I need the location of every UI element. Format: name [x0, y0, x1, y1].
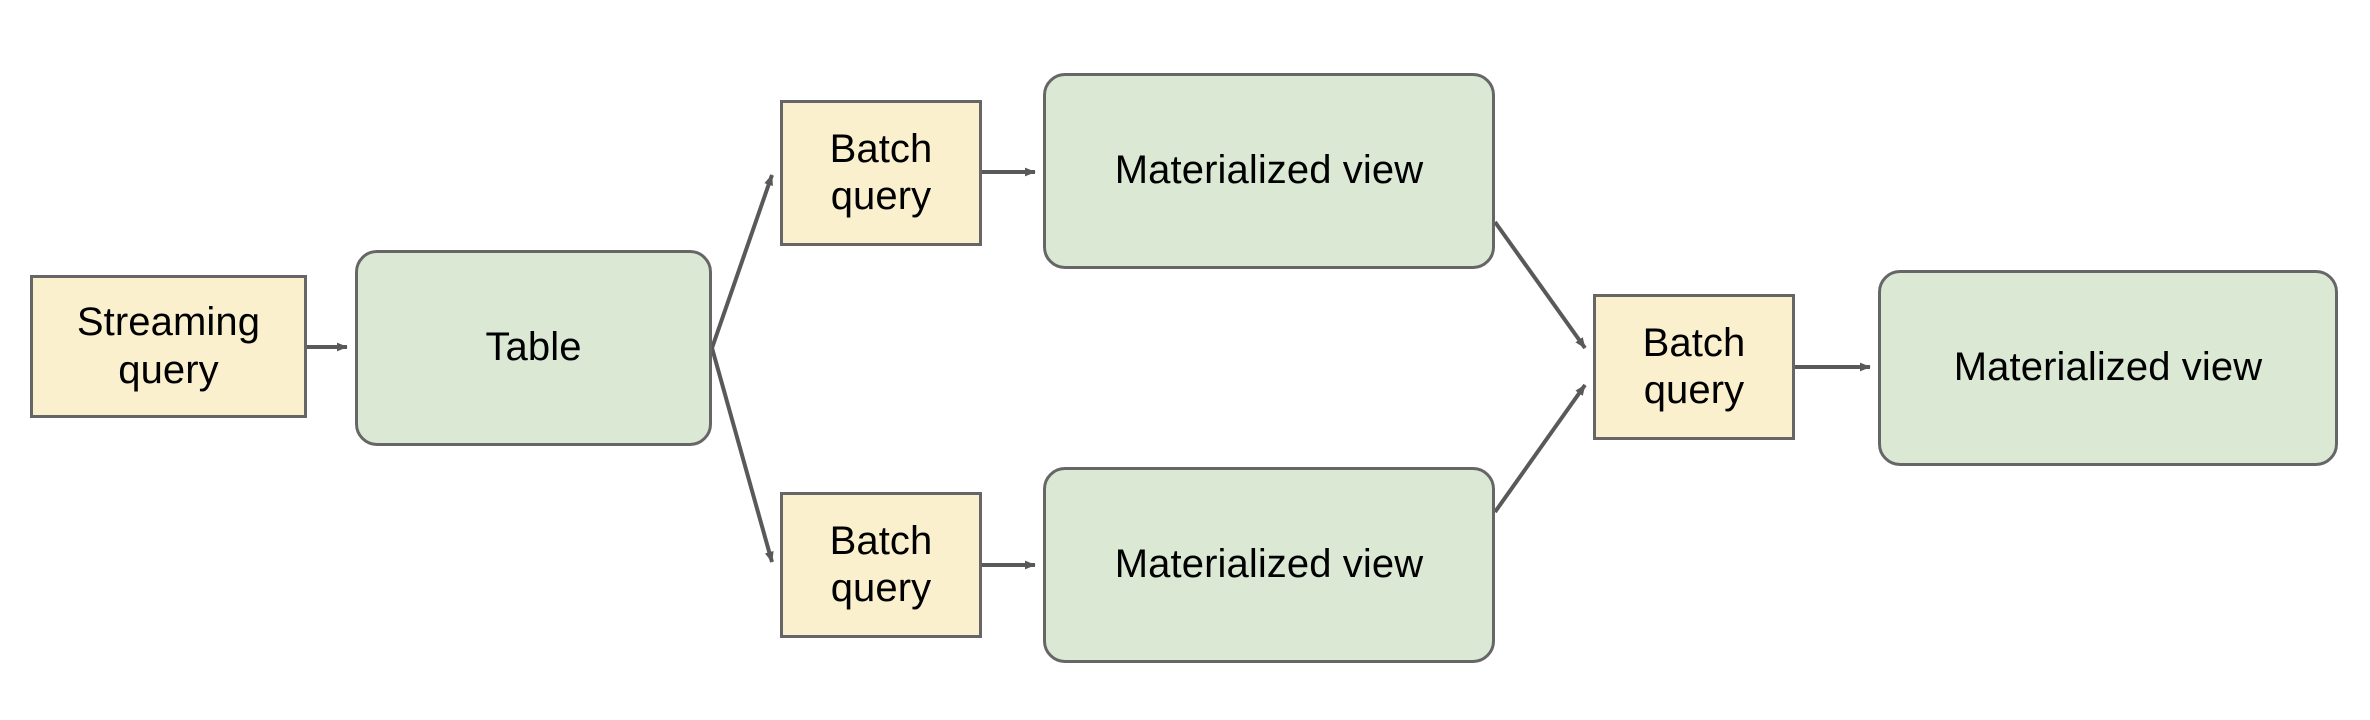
- edge-table-to-batch-bottom: [710, 347, 774, 563]
- node-materialized-view-final[interactable]: Materialized view: [1878, 270, 2338, 466]
- edge-view-bottom-to-batch-final: [1493, 383, 1587, 514]
- node-table[interactable]: Table: [355, 250, 712, 446]
- node-batch-query-bottom[interactable]: Batch query: [780, 492, 982, 638]
- node-materialized-view-top[interactable]: Materialized view: [1043, 73, 1495, 269]
- node-materialized-view-bottom[interactable]: Materialized view: [1043, 467, 1495, 663]
- edge-table-to-batch-top: [710, 174, 774, 349]
- edge-view-top-to-batch-final: [1493, 220, 1587, 350]
- node-batch-query-top[interactable]: Batch query: [780, 100, 982, 246]
- node-batch-query-final[interactable]: Batch query: [1593, 294, 1795, 440]
- node-streaming-query[interactable]: Streaming query: [30, 275, 307, 418]
